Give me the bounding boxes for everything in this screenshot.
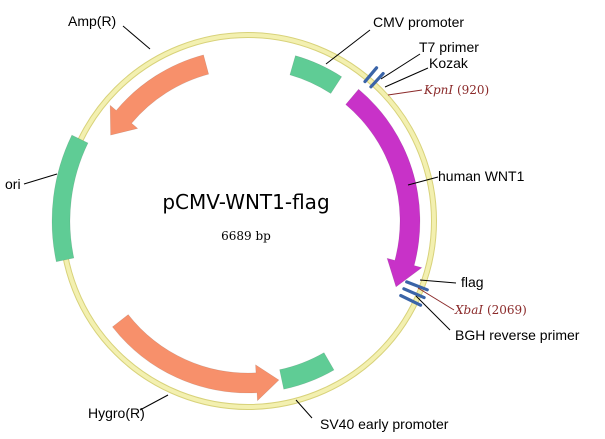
leader-kozak	[384, 67, 429, 88]
leader-cmv	[325, 29, 371, 65]
xbai-pos: (2069)	[483, 303, 527, 317]
cmv-promoter-arc	[289, 55, 343, 94]
label-t7-primer: T7 primer	[419, 39, 479, 55]
label-ori: ori	[5, 176, 21, 192]
leader-hygro	[139, 394, 169, 411]
label-hygro: Hygro(R)	[88, 405, 145, 421]
leader-xbai	[417, 287, 455, 311]
bgh-mark-3	[399, 293, 423, 307]
ori-arc	[51, 134, 89, 263]
bgh-mark-2	[402, 287, 426, 300]
label-cmv-promoter: CMV promoter	[373, 14, 464, 30]
leader-flag	[419, 279, 457, 284]
label-xbai-site: XbaI (2069)	[454, 303, 527, 317]
sv40-promoter-arc	[279, 352, 335, 390]
label-human-wnt1: human WNT1	[438, 168, 525, 184]
kozak-mark	[369, 71, 385, 89]
plasmid-backbone-inner	[60, 33, 436, 409]
bgh-mark-1	[405, 280, 429, 292]
feature-arcs	[51, 54, 429, 402]
plasmid-size: 6689 bp	[221, 229, 271, 243]
leader-bgh	[415, 295, 451, 331]
human-wnt1-arrow	[345, 88, 423, 288]
label-sv40-early-promoter: SV40 early promoter	[320, 416, 449, 432]
label-bgh-reverse-primer: BGH reverse primer	[455, 327, 580, 343]
label-kozak: Kozak	[429, 55, 469, 71]
hygro-arrow	[112, 314, 280, 402]
label-amp: Amp(R)	[68, 13, 116, 29]
leader-ori	[23, 173, 58, 185]
kpni-name: KpnI	[423, 83, 453, 97]
t7-primer-mark	[363, 66, 379, 84]
label-kpni-site: KpnI (920)	[423, 83, 489, 97]
plasmid-name: pCMV-WNT1-flag	[162, 190, 329, 214]
leader-amp	[122, 25, 151, 50]
xbai-name: XbaI	[454, 303, 483, 317]
leader-kpni	[387, 89, 423, 96]
leader-wnt1	[407, 176, 439, 186]
kpni-pos: (920)	[453, 83, 489, 97]
leader-t7	[380, 53, 421, 80]
label-flag: flag	[461, 274, 484, 290]
leader-sv40	[295, 399, 313, 419]
amp-arrow	[109, 54, 210, 136]
